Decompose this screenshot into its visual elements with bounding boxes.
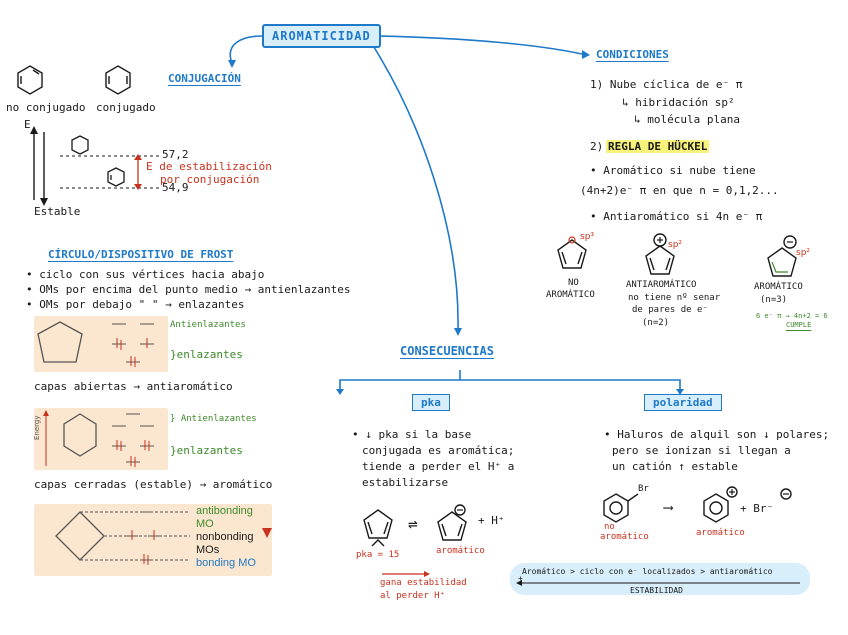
example-1-no: NO [568,278,579,288]
frost-card1-bonding: }enlazantes [170,348,243,361]
frost-heading: CÍRCULO/DISPOSITIVO DE FROST [48,248,234,261]
reaction-arrow: ⟶ [664,500,673,516]
frost-card-aromatic [34,408,168,470]
pka-text-2: conjugada es aromática; [362,444,515,457]
example-3-count: 6 e⁻ π → 4n+2 = 6 [756,312,828,320]
sp3-label: sp³ [580,232,595,242]
example-2-note-1: no tiene nº senar [628,293,721,303]
frost-card1-caption: capas abiertas → antiaromático [34,380,233,393]
example-3-cumple: CUMPLE [786,321,812,329]
bromide-product: + Br⁻ [740,502,774,515]
example-2-note-2: de pares de e⁻ [632,305,708,315]
stability-banner [510,563,810,595]
frost-card3-bonding: bonding MO [196,557,256,569]
huckel-aromatic: • Aromático si nube tiene [590,164,756,177]
not-aromatic-label: aromático [600,532,649,542]
no-label: no [604,522,615,532]
polarity-text-3: un catión ↑ estable [612,460,738,473]
tab-polaridad: polaridad [644,394,722,411]
condition-1a: ↳ hibridación sp² [622,96,735,109]
value-54-9: 54,9 [162,181,189,194]
page-title: AROMATICIDAD [262,24,381,48]
example-1-label: AROMÁTICO [546,290,595,300]
tab-pka: pka [412,394,450,411]
pka-value: pka = 15 [356,550,400,560]
frost-card1-antibonding: Antienlazantes [170,320,246,330]
value-57-2: 57,2 [162,148,189,161]
example-2-note-3: (n=2) [642,318,670,328]
frost-card3-nonbonding: nonbonding [196,531,254,543]
example-3-n: (n=3) [760,295,788,305]
hplus-product: + H⁺ [478,514,505,527]
frost-bullet-3: • OMs por debajo " " → enlazantes [26,298,245,311]
stability-label: ESTABILIDAD [630,586,683,595]
stable-label: Estable [34,205,81,218]
label-conjugado: conjugado [96,101,156,114]
frost-card-cyclobutadiene [34,504,272,576]
sp2-label-antiaromatic: sp² [668,240,683,250]
pka-text-3: tiende a perder el H⁺ a [362,460,515,473]
polarity-text-1: • Haluros de alquil son ↓ polares; [604,428,830,441]
gain-stability-2: al perder H⁺ [380,591,446,601]
energy-axis-label: E [24,118,31,131]
pka-text-1: • ↓ pka si la base [352,428,472,441]
huckel-formula: (4n+2)e⁻ π en que n = 0,1,2... [580,184,779,197]
stability-order: Aromático > ciclo con e⁻ localizados > a… [522,567,773,576]
huckel-rule-heading: REGLA DE HÜCKEL [606,140,710,153]
frost-card3-antibonding: antibonding [196,505,253,517]
stability-plus: + [518,574,523,583]
frost-card2-antibonding: } Antienlazantes [170,414,257,424]
condition-2-number: 2) [590,140,604,153]
label-no-conjugado: no conjugado [6,101,86,114]
frost-card2-caption: capas cerradas (estable) → aromático [34,478,273,491]
conditions-heading: CONDICIONES [596,48,669,61]
example-3-label: AROMÁTICO [754,282,803,292]
stabilization-note-2: por conjugación [160,173,260,186]
consequences-heading: CONSECUENCIAS [400,344,494,358]
example-2-label: ANTIAROMÁTICO [626,280,697,290]
frost-bullet-1: • ciclo con sus vértices hacia abajo [26,268,265,281]
condition-1: 1) Nube cíclica de e⁻ π [590,78,743,91]
polarity-text-2: pero se ionizan si llegan a [612,444,791,457]
bromine-label: Br [638,484,649,494]
gain-stability-1: gana estabilidad [380,578,467,588]
condition-1b: ↳ molécula plana [634,113,740,126]
conjugation-heading: CONJUGACIÓN [168,72,241,85]
frost-card3-mo: MO [196,518,214,530]
aromatic-label-pka: aromático [436,546,485,556]
huckel-antiaromatic: • Antiaromático si 4n e⁻ π [590,210,763,223]
stabilization-note-1: E de estabilización [146,160,272,173]
sp2-label-aromatic: sp² [796,248,811,258]
aromatic-cation-label: aromático [696,528,745,538]
frost-card3-mos: MOs [196,544,220,556]
equilibrium-arrow: ⇌ [408,514,418,533]
pka-text-4: estabilizarse [362,476,449,489]
frost-card2-bonding: }enlazantes [170,444,243,457]
frost-bullet-2: • OMs por encima del punto medio → antie… [26,283,351,296]
